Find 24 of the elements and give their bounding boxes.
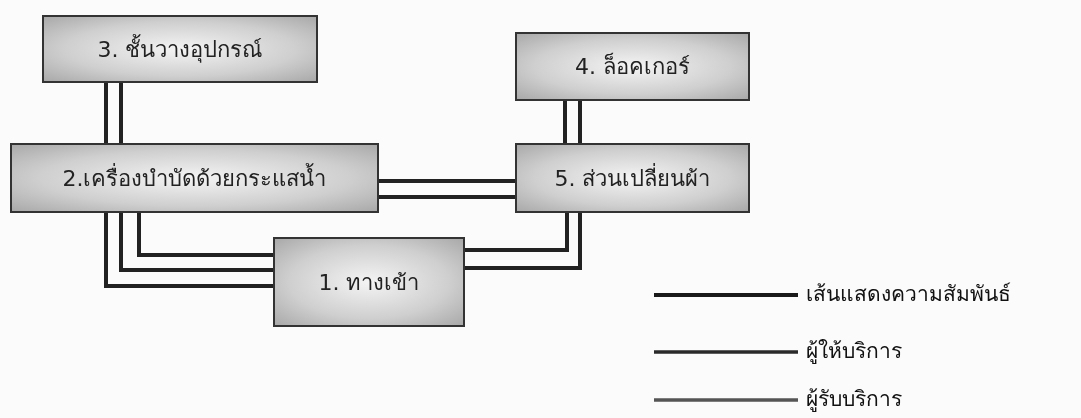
connector-line (465, 213, 582, 270)
box-label: 3. ชั้นวางอุปกรณ์ (97, 33, 263, 65)
box-label: 5. ส่วนเปลี่ยนผ้า (554, 162, 711, 193)
connector-line (379, 195, 515, 199)
box-label: 4. ล็อคเกอร์ (575, 51, 690, 81)
box-label: 2.เครื่องบำบัดด้วยกระแสน้ำ (62, 162, 327, 193)
connector-line (563, 101, 567, 143)
legend-label: เส้นแสดงความสัมพันธ์ (806, 281, 1011, 308)
connector-line (119, 213, 273, 272)
process-box (42, 15, 318, 83)
connector-line (137, 213, 273, 257)
connector-line (578, 101, 582, 143)
process-box (273, 237, 465, 327)
connector-line (104, 83, 108, 143)
legend-label: ผู้รับบริการ (806, 386, 902, 414)
box-label: 1. ทางเข้า (318, 268, 420, 297)
process-box (10, 143, 379, 213)
connector-line (104, 213, 273, 288)
connector-line (465, 213, 569, 252)
connector-line (379, 179, 515, 183)
process-box (515, 32, 750, 101)
connector-line (119, 83, 123, 143)
process-box (515, 143, 750, 213)
legend-label: ผู้ให้บริการ (806, 338, 902, 366)
